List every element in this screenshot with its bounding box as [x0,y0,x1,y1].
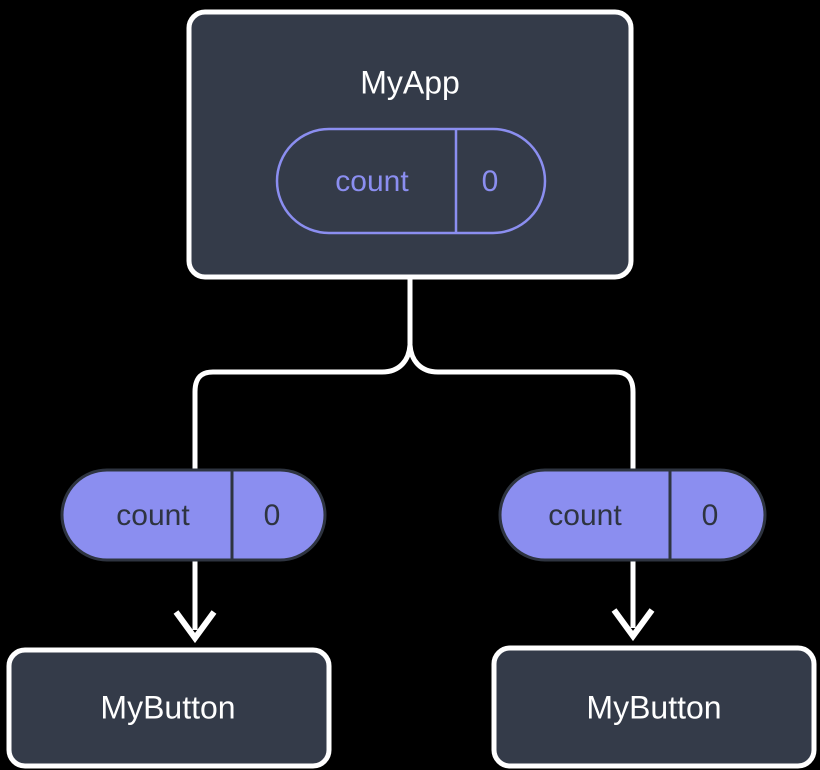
edge-myapp-to-left-prop [192,342,413,473]
myapp-state-pill[interactable]: count 0 [275,127,547,235]
node-left-prop[interactable]: count 0 [60,468,327,562]
myapp-label: MyApp [360,64,460,100]
node-myapp[interactable]: MyApp count 0 [186,9,634,280]
mybutton-left-label: MyButton [100,689,235,725]
left-prop-value: 0 [264,499,281,532]
right-prop-value: 0 [702,499,719,532]
node-right-prop[interactable]: count 0 [498,468,767,562]
myapp-state-pill-body[interactable] [275,127,547,235]
myapp-state-key: count [335,165,409,198]
myapp-state-value: 0 [482,165,499,198]
node-mybutton-left[interactable]: MyButton [6,647,332,769]
mybutton-right-box[interactable] [491,645,817,769]
mybutton-right-label: MyButton [586,689,721,725]
left-prop-key: count [116,499,190,532]
left-prop-pill-body[interactable] [60,468,327,562]
mybutton-left-box[interactable] [6,647,332,769]
node-mybutton-right[interactable]: MyButton [491,645,817,769]
right-prop-pill-body[interactable] [498,468,767,562]
edge-myapp-to-right-prop [407,342,636,473]
arrow-head-left [173,610,217,644]
arrow-head-right [611,608,655,642]
right-prop-key: count [548,499,622,532]
myapp-box[interactable] [186,9,634,280]
